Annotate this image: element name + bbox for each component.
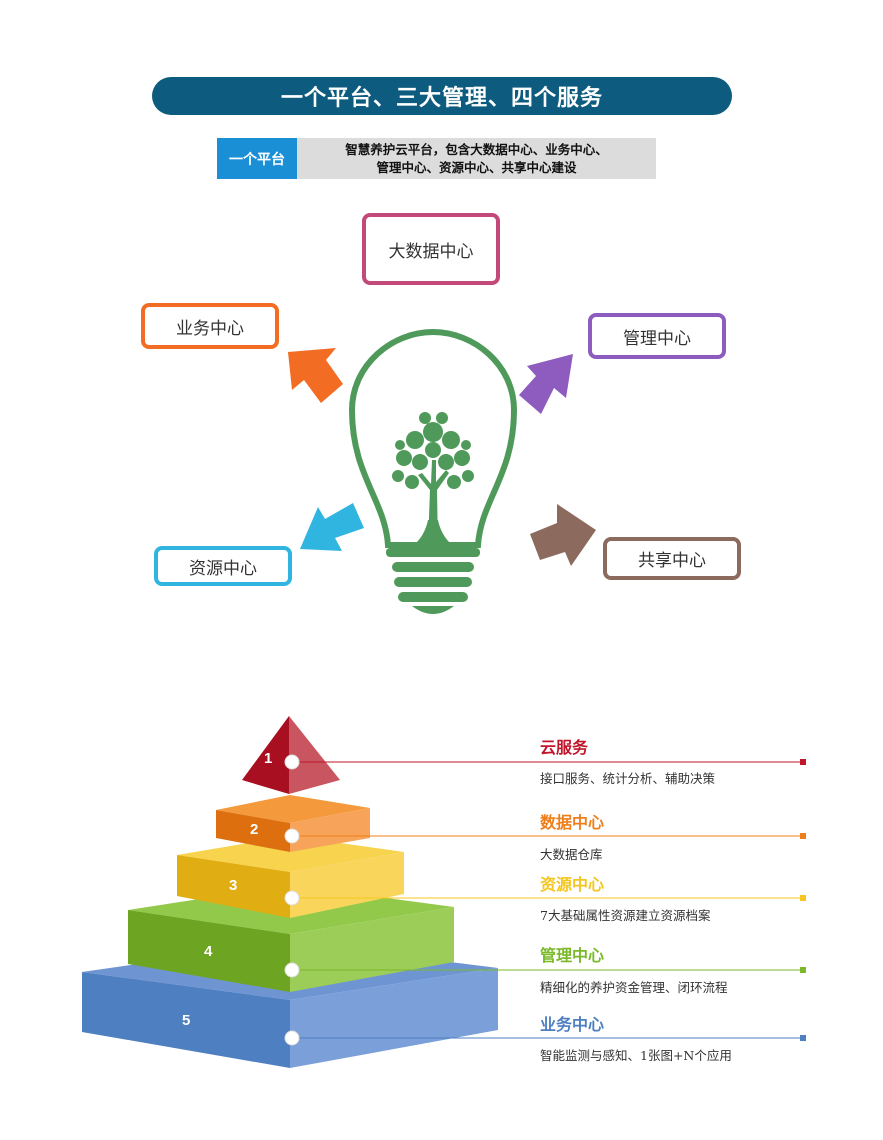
- pyramid-leader-end-markers: [800, 759, 806, 1041]
- pyramid-desc-4: 精细化的养护资金管理、闭环流程: [540, 980, 728, 995]
- manage-center-box: 管理中心: [588, 313, 726, 359]
- business-center-box: 业务中心: [141, 303, 279, 349]
- pyramid-num-3: 3: [229, 877, 238, 894]
- platform-tag: 一个平台: [217, 138, 297, 179]
- pyramid-leader-lines: [292, 761, 803, 1039]
- pyramid-level-3: [177, 836, 404, 918]
- resource-arrow-icon: [300, 503, 364, 551]
- pyramid-title-5: 业务中心: [540, 1015, 605, 1034]
- platform-desc-line2: 管理中心、资源中心、共享中心建设: [376, 159, 577, 175]
- pyramid-title-4: 管理中心: [540, 946, 605, 965]
- pyramid-title-3: 资源中心: [540, 875, 605, 894]
- lightbulb-icon: [348, 328, 518, 548]
- pyramid-level-2: [216, 795, 370, 852]
- bulb-base-icon: [386, 548, 480, 614]
- page-title: 一个平台、三大管理、四个服务: [152, 77, 732, 115]
- pyramid-desc-2: 大数据仓库: [540, 847, 603, 862]
- pyramid-num-2: 2: [250, 821, 259, 838]
- business-arrow-icon: [288, 348, 343, 403]
- pyramid-desc-1: 接口服务、统计分析、辅助决策: [540, 771, 716, 786]
- share-arrow-icon: [530, 504, 596, 566]
- pyramid-title-2: 数据中心: [540, 813, 605, 832]
- bulb-diagram: [288, 328, 596, 614]
- pyramid-title-1: 云服务: [540, 738, 589, 757]
- share-center-box: 共享中心: [603, 537, 741, 580]
- pyramid-num-5: 5: [182, 1012, 191, 1029]
- manage-arrow-icon: [519, 354, 573, 414]
- pyramid-level-1: [242, 716, 340, 794]
- platform-description: 智慧养护云平台，包含大数据中心、业务中心、 管理中心、资源中心、共享中心建设: [297, 138, 656, 179]
- resource-center-box: 资源中心: [154, 546, 292, 586]
- platform-desc-line1: 智慧养护云平台，包含大数据中心、业务中心、: [345, 141, 608, 157]
- pyramid-num-1: 1: [264, 750, 273, 767]
- tree-icon: [392, 412, 474, 545]
- pyramid-dots: [284, 754, 300, 1046]
- pyramid-desc-3: 7大基础属性资源建立资源档案: [540, 908, 711, 923]
- pyramid-num-4: 4: [204, 943, 213, 960]
- pyramid-desc-5: 智能监测与感知、1张图+N个应用: [540, 1048, 732, 1063]
- bigdata-center-box: 大数据中心: [362, 213, 500, 285]
